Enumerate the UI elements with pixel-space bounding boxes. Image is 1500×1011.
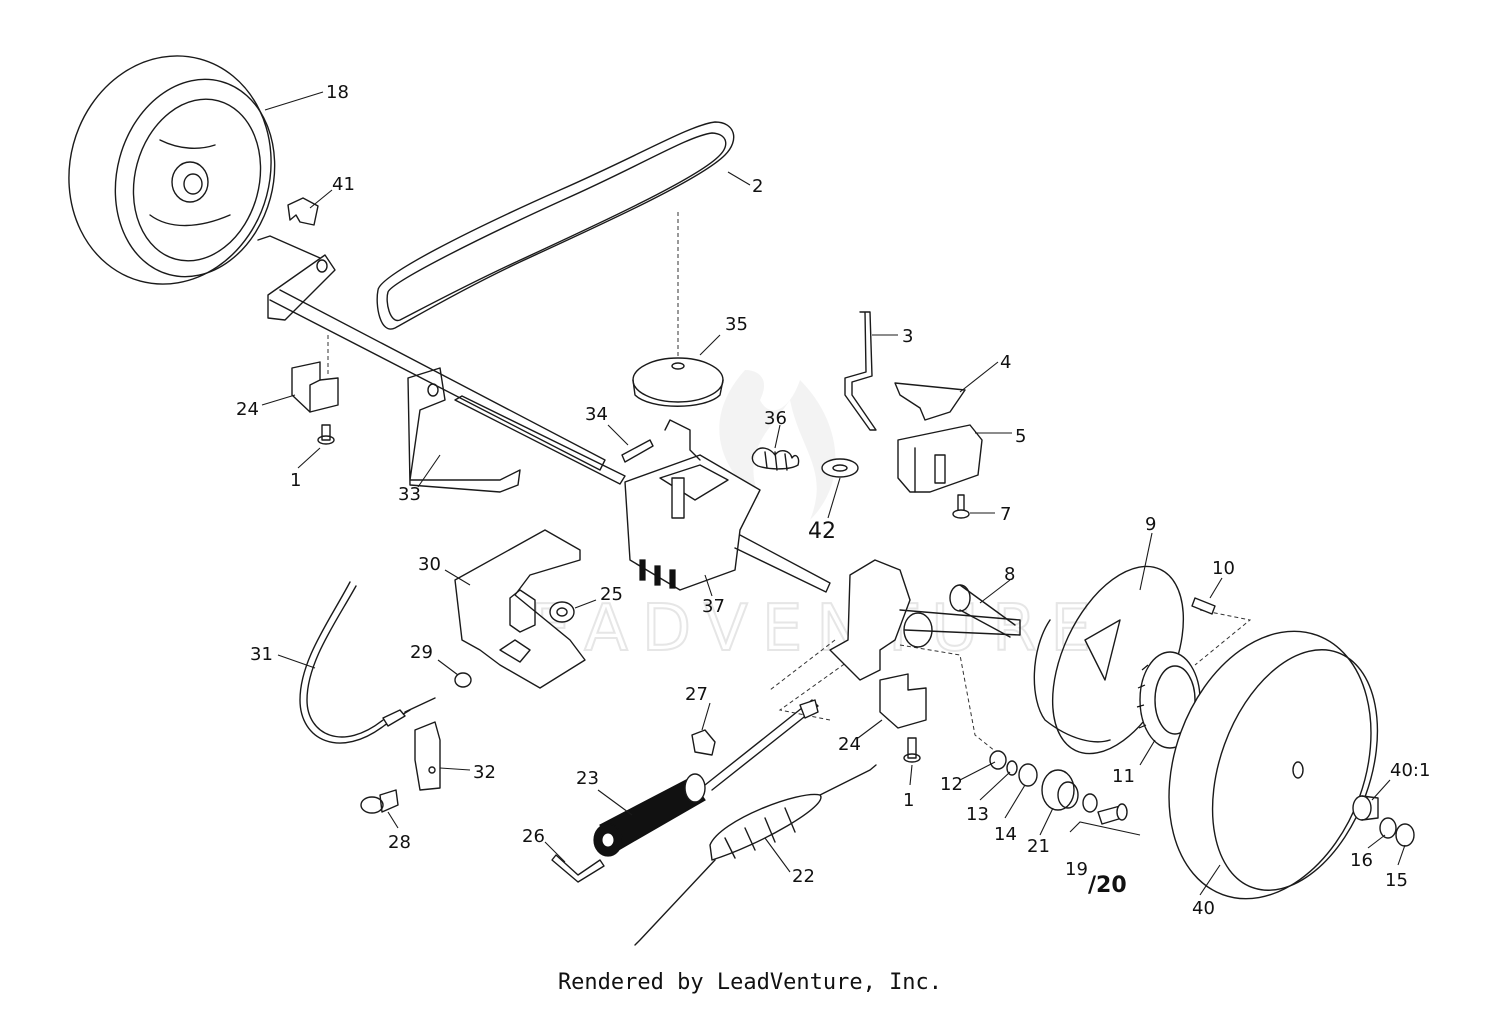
label-21: 21 — [1027, 836, 1050, 857]
washer-19 — [1082, 793, 1098, 813]
washer-16 — [1379, 817, 1397, 839]
label-13: 13 — [966, 804, 989, 825]
label-26: 26 — [522, 826, 545, 847]
plate-4 — [894, 382, 966, 421]
part-labels: 18 41 2 35 3 4 5 7 24 1 33 34 36 42 37 3… — [236, 82, 1430, 919]
nut-25 — [549, 601, 575, 623]
axle-bracket-8 — [829, 559, 1021, 681]
label-19: 19 — [1065, 859, 1088, 880]
label-16: 16 — [1350, 850, 1373, 871]
label-24-left: 24 — [236, 399, 259, 420]
pin-34 — [621, 439, 654, 463]
label-20: /20 — [1088, 873, 1127, 898]
label-12: 12 — [940, 774, 963, 795]
label-30: 30 — [418, 554, 441, 575]
label-23: 23 — [576, 768, 599, 789]
label-41: 41 — [332, 174, 355, 195]
label-14: 14 — [994, 824, 1017, 845]
bolt-1-left — [317, 424, 335, 445]
label-9: 9 — [1145, 514, 1156, 535]
washer-42 — [821, 458, 859, 478]
bracket-30 — [454, 529, 586, 689]
cable-31 — [299, 581, 436, 744]
bracket-24-right — [879, 673, 927, 729]
label-32: 32 — [473, 762, 496, 783]
assembly-lines — [327, 212, 1252, 756]
nut-15 — [1395, 823, 1415, 847]
label-7: 7 — [1000, 504, 1011, 525]
label-3: 3 — [902, 326, 913, 347]
nut-29 — [454, 672, 472, 688]
screw-28 — [360, 789, 399, 814]
label-42: 42 — [808, 519, 836, 544]
label-34: 34 — [585, 404, 608, 425]
bolt-10 — [1191, 597, 1216, 615]
label-27: 27 — [685, 684, 708, 705]
label-10: 10 — [1212, 558, 1235, 579]
label-15: 15 — [1385, 870, 1408, 891]
label-36: 36 — [764, 408, 787, 429]
washer-14 — [1018, 763, 1038, 787]
bushing-40-1 — [1352, 795, 1379, 821]
label-1-right: 1 — [903, 790, 914, 811]
label-29: 29 — [410, 642, 433, 663]
transmission-37 — [454, 395, 831, 593]
l-pin-26 — [551, 854, 605, 883]
label-24-right: 24 — [838, 734, 861, 755]
spring-36 — [751, 447, 800, 471]
bolt-20 — [1097, 803, 1128, 825]
label-22: 22 — [792, 866, 815, 887]
pinion-21 — [1041, 769, 1079, 811]
footer-credit: Rendered by LeadVenture, Inc. — [557, 970, 943, 995]
label-37: 37 — [702, 596, 725, 617]
label-4: 4 — [1000, 352, 1011, 373]
label-11: 11 — [1112, 766, 1135, 787]
pulley-35 — [632, 357, 724, 407]
label-25: 25 — [600, 584, 623, 605]
clip-41 — [287, 197, 319, 226]
label-35: 35 — [725, 314, 748, 335]
label-40: 40 — [1192, 898, 1215, 919]
label-33: 33 — [398, 484, 421, 505]
label-8: 8 — [1004, 564, 1015, 585]
washer-12 — [989, 750, 1007, 770]
label-18: 18 — [326, 82, 349, 103]
bracket-32 — [414, 721, 441, 791]
label-5: 5 — [1015, 426, 1026, 447]
bracket-24-left — [291, 361, 339, 413]
label-2: 2 — [752, 176, 763, 197]
control-rod-27 — [704, 699, 819, 791]
ring-13 — [1006, 760, 1018, 776]
bracket-5 — [897, 424, 983, 493]
label-1-left: 1 — [290, 470, 301, 491]
control-rod-3 — [844, 311, 877, 431]
bolt-7 — [952, 494, 970, 519]
label-28: 28 — [388, 832, 411, 853]
label-40-1: 40:1 — [1390, 760, 1430, 781]
right-wheel-40 — [1168, 630, 1379, 900]
bolt-1-right — [903, 737, 921, 763]
bracket-27 — [691, 729, 716, 756]
spring-22 — [634, 764, 877, 946]
label-31: 31 — [250, 644, 273, 665]
left-wheel — [68, 55, 276, 285]
roller-23 — [593, 773, 706, 857]
drive-belt — [376, 121, 735, 330]
leader-lines — [261, 91, 1406, 896]
